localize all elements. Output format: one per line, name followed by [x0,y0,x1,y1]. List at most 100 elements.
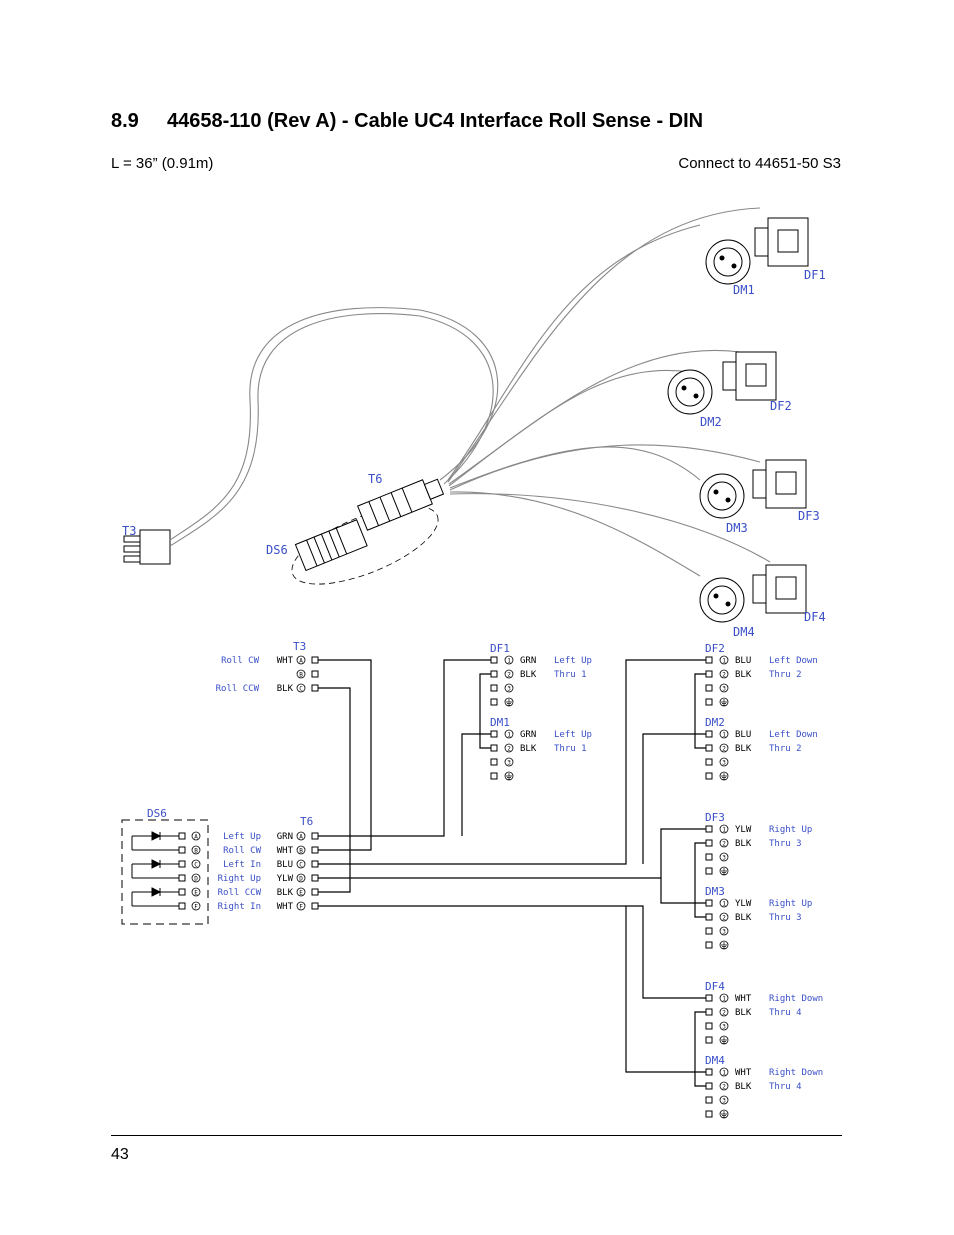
t6-pin-letter: F [299,904,303,911]
dm2-pin [719,729,729,739]
label-t6: T6 [368,472,382,486]
df4-pin-letter: 1 [722,996,726,1003]
df1-pin-letter: 2 [507,672,511,679]
df4-fn: Thru 4 [769,1008,802,1018]
df4-pin-letter: 3 [722,1024,726,1031]
df1-terminal [490,656,498,664]
df3-pin [719,838,729,848]
df2-title: DF2 [705,642,725,655]
dm4-pin [719,1081,729,1091]
dm4-fn: Right Down [769,1068,823,1078]
wire-right-in-df4 [318,905,706,999]
dm2-ground-symbol [721,773,727,780]
ds6-terminal [178,888,186,896]
ds6-pin [191,845,201,855]
dm4-pin [719,1095,729,1105]
dm1-title: DM1 [490,716,510,729]
dm2-color: BLU [735,730,751,740]
df2-pin-letter: 2 [722,672,726,679]
dm1-ground-symbol [506,773,512,780]
t3-pin [296,669,306,679]
dm3-ground-symbol [721,942,727,949]
dm2-terminal [705,744,713,752]
t3-color: WHT [277,656,294,666]
label-df3: DF3 [798,509,820,523]
wire-left-in-df2 [318,659,706,865]
t3-title: T3 [293,640,306,653]
dm1-terminal [490,758,498,766]
df4-ground-symbol [721,1037,727,1044]
dm3-terminal [705,927,713,935]
dm1-pin-letter: 1 [507,732,511,739]
df2-pin-letter: 3 [722,686,726,693]
dm3-pin-letter: 3 [722,929,726,936]
dm4-connector [699,577,745,623]
diode-symbol [151,831,162,841]
length-note: L = 36” (0.91m) [111,155,214,172]
wire-thru-jumper [694,1011,706,1087]
dm1-pin [504,729,514,739]
t6-title: T6 [300,815,313,828]
df1-terminal [490,670,498,678]
t6-fn: Left In [223,860,261,870]
t6-fn: Left Up [223,832,261,842]
t6-fn: Right In [218,902,261,912]
t6-fn: Roll CCW [218,888,262,898]
t6-terminal [311,874,319,882]
dm1-connector [705,239,751,285]
t6-color: YLW [277,874,294,884]
ds6-pin [191,901,201,911]
df3-pin-letter: 3 [722,855,726,862]
df3-terminal [705,839,713,847]
t3-pin-letter: C [299,686,303,693]
dm4-terminal [705,1068,713,1076]
wire-roll-ccw [318,687,351,893]
dm2-pin [719,743,729,753]
df3-ground-symbol [721,868,727,875]
dm2-fn: Left Down [769,730,818,740]
df3-pin-letter: 2 [722,841,726,848]
df2-pin-letter: 1 [722,658,726,665]
label-dm2: DM2 [700,415,722,429]
cable-illustration: T3 T6 DS6 DF1 DM1 DF2 DM2 DF3 DM3 DF4 DM… [122,207,826,639]
dm2-color: BLK [735,744,752,754]
t6-terminal [311,846,319,854]
dm4-pin-letter: 3 [722,1098,726,1105]
dm2-terminal [705,772,713,780]
dm1-color: GRN [520,730,536,740]
wire-thru-jumper [694,673,706,749]
dm3-title: DM3 [705,885,725,898]
df3-fn: Thru 3 [769,839,802,849]
wire-right-up-df3 [318,828,706,879]
ds6-terminal [178,874,186,882]
dm3-fn: Right Up [769,899,812,909]
diode-symbol [151,859,162,869]
wire-right-up-dm3 [660,878,706,904]
df2-fn: Thru 2 [769,670,802,680]
t6-pin [296,845,306,855]
t6-pin [296,873,306,883]
dm2-pin-letter: 3 [722,760,726,767]
ds6-terminal [178,846,186,854]
df4-pin-letter: 2 [722,1010,726,1017]
df4-title: DF4 [705,980,725,993]
t6-housing [357,479,433,531]
ds6-housing [294,519,368,572]
df1-connector [754,217,809,267]
df3-terminal [705,825,713,833]
wire-left-in-dm2 [642,733,706,864]
df4-pin [719,1007,729,1017]
dm4-ground-symbol [721,1111,727,1118]
wire-roll-cw [318,659,372,851]
label-dm4: DM4 [733,625,755,639]
label-df4: DF4 [804,610,826,624]
df1-color: BLK [520,670,537,680]
dm2-title: DM2 [705,716,725,729]
connect-note: Connect to 44651-50 S3 [678,155,841,172]
df2-color: BLK [735,670,752,680]
dm4-color: BLK [735,1082,752,1092]
footer-rule [111,1135,842,1136]
dm1-pin [504,757,514,767]
dm2-fn: Thru 2 [769,744,802,754]
